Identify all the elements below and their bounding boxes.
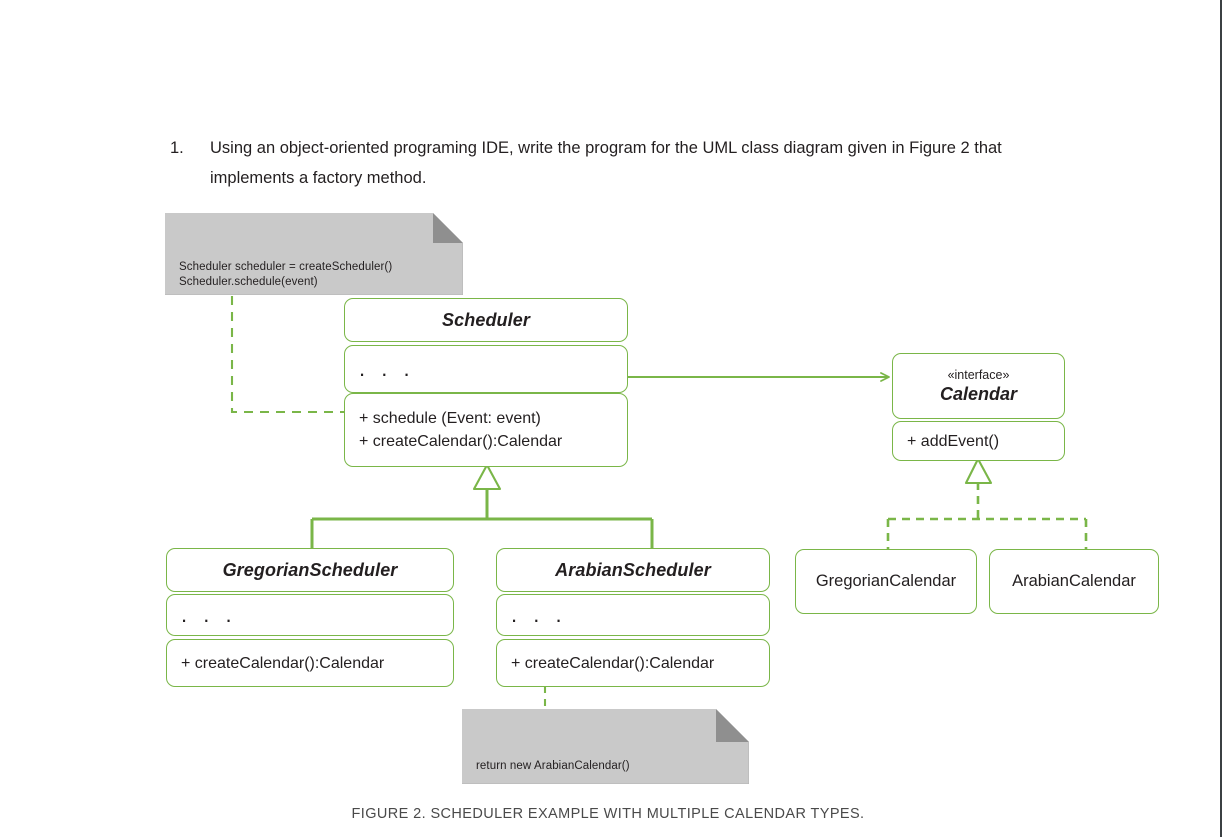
class-gregorianscheduler-name: GregorianScheduler [222,559,398,580]
class-gregoriancalendar: GregorianCalendar [795,549,977,614]
class-calendar-operations-text: + addEvent() [907,432,1000,450]
class-scheduler-operations: + schedule (Event: event) + createCalend… [344,393,628,467]
class-arabianscheduler-operations-text: + createCalendar():Calendar [511,654,715,672]
class-arabianscheduler-attributes: . . . [496,594,770,636]
note-anchor-scheduler-line [230,296,344,414]
note-shape-icon-2 [462,709,749,784]
question-text: 1. Using an object-oriented programing I… [170,133,1090,193]
class-calendar-stereotype: «interface» [947,368,1010,382]
class-scheduler-name: Scheduler [442,309,530,330]
scheduler-generalization-line [310,463,654,548]
class-gregorianscheduler-operations: + createCalendar():Calendar [166,639,454,687]
class-scheduler-operations-text: + schedule (Event: event) + createCalend… [359,410,563,450]
arabian-return-note: return new ArabianCalendar() [462,709,749,784]
class-gregorianscheduler-title: GregorianScheduler [166,548,454,592]
class-arabiancalendar-name: ArabianCalendar [1012,572,1136,590]
class-arabianscheduler-operations: + createCalendar():Calendar [496,639,770,687]
scheduler-usage-note: Scheduler scheduler = createScheduler() … [165,213,463,295]
question-body: Using an object-oriented programing IDE,… [210,139,1002,187]
class-gregorianscheduler-attributes-text: . . . [181,602,237,627]
arabian-return-note-text: return new ArabianCalendar() [476,760,630,772]
class-calendar-operations: + addEvent() [892,421,1065,461]
question-number: 1. [170,139,184,157]
figure-caption: FIGURE 2. SCHEDULER EXAMPLE WITH MULTIPL… [351,806,865,822]
class-calendar-title: «interface» Calendar [892,353,1065,419]
class-arabianscheduler-name: ArabianScheduler [555,559,711,580]
class-calendar-name: Calendar [939,384,1018,404]
note-anchor-arabian-line [543,686,553,712]
class-gregorianscheduler-operations-text: + createCalendar():Calendar [181,654,385,672]
class-calendar-header: «interface» Calendar [893,354,1064,418]
class-arabianscheduler-attributes-text: . . . [511,602,567,627]
class-gregoriancalendar-name: GregorianCalendar [815,572,957,590]
note-shape-icon [165,213,463,295]
class-gregorianscheduler-attributes: . . . [166,594,454,636]
class-scheduler-title: Scheduler [344,298,628,342]
class-arabianscheduler-title: ArabianScheduler [496,548,770,592]
calendar-realization-line [886,457,1088,550]
class-scheduler-attributes-text: . . . [359,356,415,381]
class-scheduler-attributes: . . . [344,345,628,393]
class-arabiancalendar: ArabianCalendar [989,549,1159,614]
scheduler-usage-note-text: Scheduler scheduler = createScheduler() … [179,261,393,288]
